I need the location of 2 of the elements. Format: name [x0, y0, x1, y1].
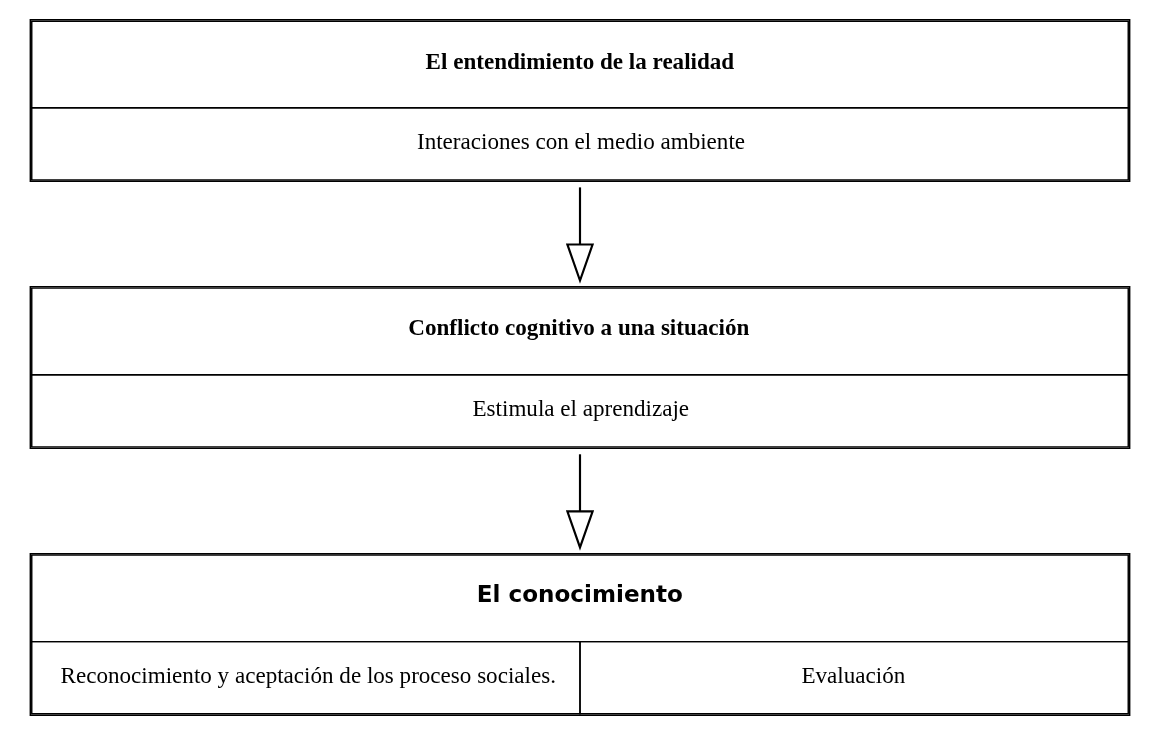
arrow: [565, 187, 595, 284]
arrow: [565, 454, 595, 551]
